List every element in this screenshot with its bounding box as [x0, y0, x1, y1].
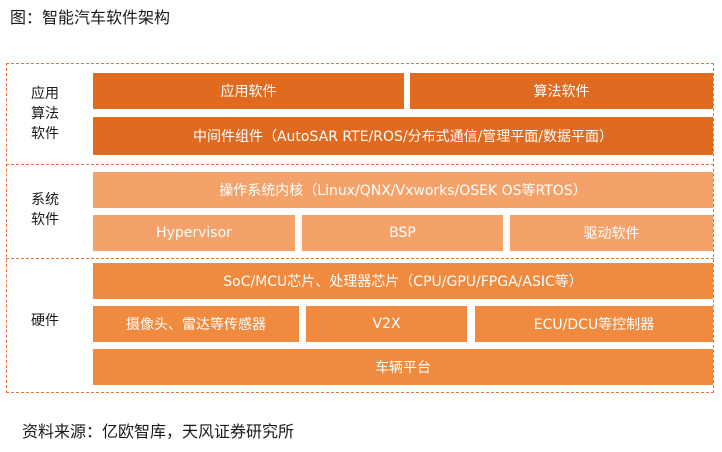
box-bsp: BSP [302, 215, 503, 251]
box-v2x: V2X [306, 306, 467, 342]
layer-divider-2 [6, 258, 714, 259]
layer-label-system: 系统 软件 [6, 190, 84, 230]
box-driver-software: 驱动软件 [510, 215, 713, 251]
layer-label-application-line2: 算法 [31, 106, 59, 122]
box-os-kernel: 操作系统内核（Linux/QNX/Vxworks/OSEK OS等RTOS） [93, 172, 713, 208]
figure-title: 图：智能汽车软件架构 [10, 8, 171, 27]
architecture-frame [6, 63, 714, 393]
layer-label-application-line1: 应用 [31, 86, 59, 102]
layer-label-hardware-line1: 硬件 [31, 313, 59, 329]
box-middleware: 中间件组件（AutoSAR RTE/ROS/分布式通信/管理平面/数据平面） [93, 117, 713, 155]
box-application-software: 应用软件 [93, 73, 404, 109]
layer-label-system-line1: 系统 [31, 192, 59, 208]
layer-label-application-line3: 软件 [31, 126, 59, 142]
box-hypervisor: Hypervisor [93, 215, 295, 251]
box-controllers: ECU/DCU等控制器 [475, 306, 713, 342]
source-note: 资料来源：亿欧智库，天风证券研究所 [22, 422, 295, 441]
box-soc-mcu-chips: SoC/MCU芯片、处理器芯片（CPU/GPU/FPGA/ASIC等） [93, 263, 713, 299]
box-algorithm-software: 算法软件 [410, 73, 713, 109]
layer-divider-1 [6, 164, 714, 165]
layer-label-hardware: 硬件 [6, 311, 84, 331]
box-sensors: 摄像头、雷达等传感器 [93, 306, 299, 342]
layer-label-application: 应用 算法 软件 [6, 84, 84, 144]
layer-label-system-line2: 软件 [31, 212, 59, 228]
box-vehicle-platform: 车辆平台 [93, 349, 713, 385]
